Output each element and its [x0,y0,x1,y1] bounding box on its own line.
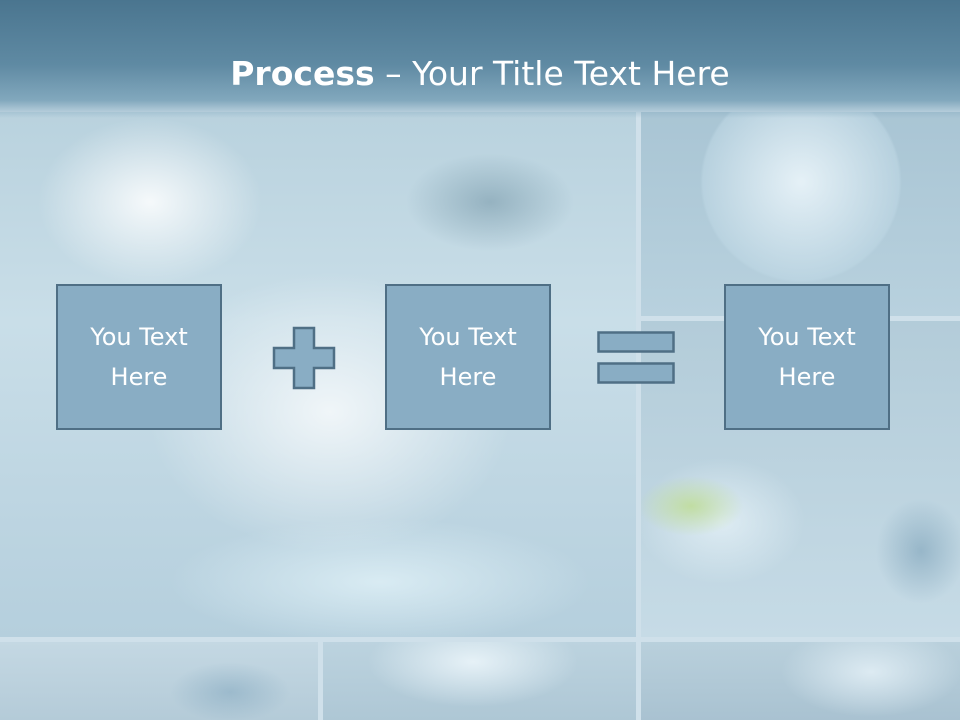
lab-worker-photo [641,642,960,720]
slide-title[interactable]: Process – Your Title Text Here [0,52,960,96]
title-bar: Process – Your Title Text Here [0,0,960,118]
process-box-3[interactable]: You Text Here [724,284,890,430]
equals-icon [597,331,675,384]
test-tube-photo [0,642,318,720]
process-box-text: You Text Here [419,323,517,391]
petri-dish-photo [641,112,960,316]
plus-icon [272,326,336,390]
title-text: – Your Title Text Here [374,54,730,93]
process-box-1[interactable]: You Text Here [56,284,222,430]
process-box-text: You Text Here [758,323,856,391]
process-box-2[interactable]: You Text Here [385,284,551,430]
lab-glassware-photo [323,642,636,720]
process-box-text: You Text Here [90,323,188,391]
title-bold: Process [230,54,375,93]
